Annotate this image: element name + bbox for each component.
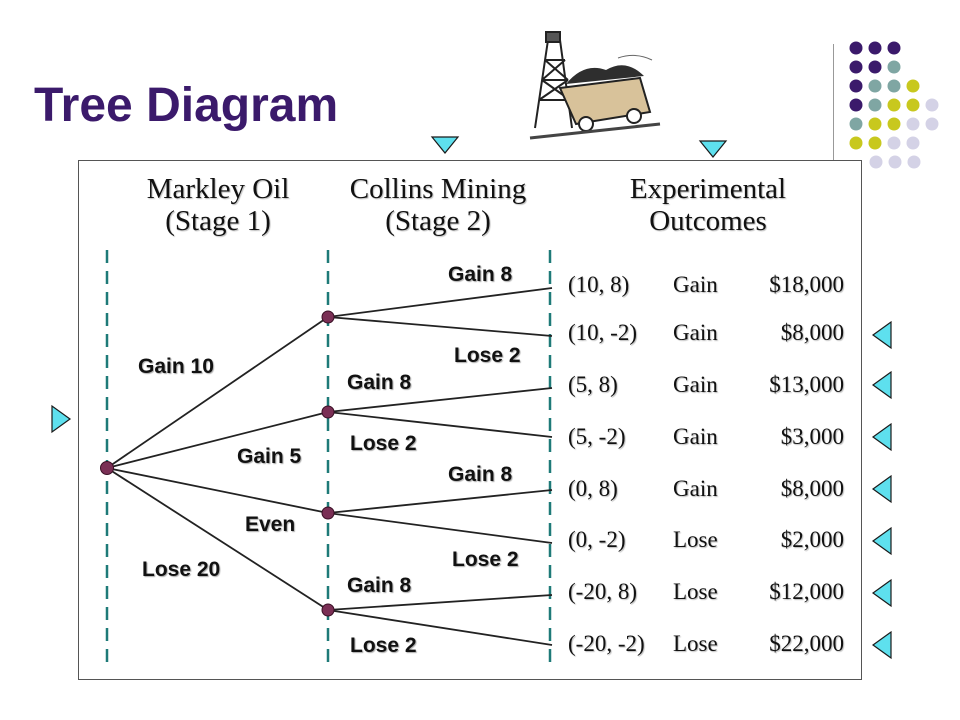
outcome-result: Gain bbox=[673, 372, 718, 397]
outcome-result: Gain bbox=[673, 272, 718, 297]
header-outcomes-line1: Experimental bbox=[629, 173, 787, 205]
decorative-dot bbox=[906, 136, 920, 150]
outcome-result: Lose bbox=[673, 579, 718, 604]
down-arrow-marker bbox=[430, 136, 460, 154]
down-arrow-marker bbox=[698, 140, 728, 158]
branch-label-lose2-a: Lose 2 bbox=[454, 344, 521, 367]
right-arrow-marker bbox=[51, 404, 72, 434]
decorative-dot bbox=[849, 136, 863, 150]
decorative-dot bbox=[906, 79, 920, 93]
decorative-dot bbox=[887, 60, 901, 74]
decorative-dot bbox=[849, 79, 863, 93]
decorative-dot bbox=[849, 41, 863, 55]
decorative-dot bbox=[868, 136, 882, 150]
decorative-dot bbox=[887, 117, 901, 131]
left-arrow-marker bbox=[871, 474, 892, 504]
outcome-pair: (10, 8) bbox=[568, 272, 630, 297]
tree-diagram-panel bbox=[78, 160, 862, 680]
node-gain5 bbox=[321, 405, 335, 419]
outcome-pair: (-20, 8) bbox=[568, 579, 637, 604]
decorative-dot bbox=[907, 155, 921, 169]
left-arrow-marker bbox=[871, 526, 892, 556]
branch-label-lose2-c: Lose 2 bbox=[452, 548, 519, 571]
decorative-dot bbox=[849, 117, 863, 131]
branch-lines bbox=[106, 287, 553, 646]
decorative-dot bbox=[925, 98, 939, 112]
decorative-dot bbox=[869, 155, 883, 169]
branch-label-gain8-c: Gain 8 bbox=[448, 463, 513, 486]
outcome-amount: $12,000 bbox=[769, 579, 844, 604]
outcome-amount: $8,000 bbox=[780, 476, 844, 501]
branch-label-lose2-d: Lose 2 bbox=[350, 634, 417, 657]
left-arrow-marker bbox=[871, 320, 892, 350]
decorative-dot bbox=[868, 60, 882, 74]
mining-clipart-icon bbox=[529, 31, 661, 140]
decorative-dot bbox=[887, 41, 901, 55]
page-title: Tree Diagram bbox=[34, 79, 339, 132]
decorative-dot bbox=[888, 155, 902, 169]
decorative-dot bbox=[887, 79, 901, 93]
branch-label-gain8-d: Gain 8 bbox=[347, 574, 412, 597]
outcome-result: Gain bbox=[673, 320, 718, 345]
decorative-divider bbox=[833, 44, 834, 164]
decorative-dot bbox=[868, 117, 882, 131]
outcome-amount: $8,000 bbox=[780, 320, 844, 345]
branch-label-gain8-b: Gain 8 bbox=[347, 371, 412, 394]
outcome-result: Lose bbox=[673, 631, 718, 656]
branch-label-gain5: Gain 5 bbox=[237, 445, 302, 468]
outcome-amount: $18,000 bbox=[769, 272, 844, 297]
decorative-dot bbox=[906, 98, 920, 112]
node-gain10 bbox=[321, 310, 335, 324]
decorative-dot bbox=[925, 117, 939, 131]
root-node bbox=[100, 461, 114, 475]
decorative-dot bbox=[887, 98, 901, 112]
header-stage-2: Collins Mining (Stage 2) bbox=[318, 173, 558, 238]
header-stage-1-line1: Markley Oil bbox=[146, 173, 290, 205]
branch-label-gain8-a: Gain 8 bbox=[448, 263, 513, 286]
header-stage-2-line2: (Stage 2) bbox=[385, 204, 491, 237]
decision-nodes bbox=[100, 310, 335, 617]
outcome-pair: (0, -2) bbox=[568, 527, 626, 552]
outcome-pair: (10, -2) bbox=[568, 320, 637, 345]
header-outcomes-line2: Outcomes bbox=[649, 204, 767, 237]
outcome-amount: $22,000 bbox=[769, 631, 844, 656]
branch-label-even: Even bbox=[245, 513, 296, 536]
node-even bbox=[321, 506, 335, 520]
outcome-pair: (-20, -2) bbox=[568, 631, 645, 656]
branch-label-lose20: Lose 20 bbox=[142, 558, 221, 581]
outcome-result: Gain bbox=[673, 424, 718, 449]
header-stage-2-line1: Collins Mining bbox=[349, 173, 527, 205]
header-stage-1-line2: (Stage 1) bbox=[165, 204, 271, 237]
branch-label-gain10: Gain 10 bbox=[138, 355, 214, 378]
outcome-amount: $13,000 bbox=[769, 372, 844, 397]
decorative-dot bbox=[887, 136, 901, 150]
branch-label-lose2-b: Lose 2 bbox=[350, 432, 417, 455]
decorative-dot bbox=[868, 79, 882, 93]
left-arrow-marker bbox=[871, 422, 892, 452]
outcome-result: Gain bbox=[673, 476, 718, 501]
header-outcomes: Experimental Outcomes bbox=[588, 173, 828, 238]
decorative-dot-grid bbox=[849, 41, 939, 169]
left-arrow-marker bbox=[871, 578, 892, 608]
node-lose20 bbox=[321, 603, 335, 617]
outcome-result: Lose bbox=[673, 527, 718, 552]
outcome-amount: $3,000 bbox=[780, 424, 844, 449]
outcome-pair: (5, -2) bbox=[568, 424, 626, 449]
left-arrow-marker bbox=[871, 630, 892, 660]
left-arrow-marker bbox=[871, 370, 892, 400]
decorative-dot bbox=[868, 41, 882, 55]
outcome-pair: (5, 8) bbox=[568, 372, 618, 397]
decorative-dot bbox=[849, 60, 863, 74]
outcome-amount: $2,000 bbox=[780, 527, 844, 552]
decorative-dot bbox=[849, 98, 863, 112]
outcome-pair: (0, 8) bbox=[568, 476, 618, 501]
decorative-dot bbox=[906, 117, 920, 131]
header-stage-1: Markley Oil (Stage 1) bbox=[118, 173, 318, 238]
decorative-dot bbox=[868, 98, 882, 112]
